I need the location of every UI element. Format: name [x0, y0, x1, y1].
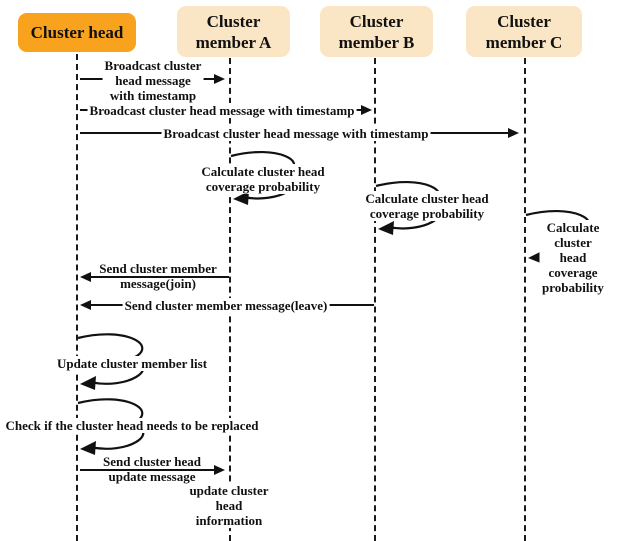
message-label-calc-c: Calculate cluster head coverage probabil… — [539, 220, 607, 295]
message-label-broadcast-a: Broadcast cluster head message with time… — [102, 58, 204, 103]
actor-box-cluster-member-a: Cluster member A — [177, 6, 290, 57]
arrowhead-right-icon — [214, 465, 225, 475]
lifeline-cluster-member-c — [524, 58, 526, 541]
arrowhead-right-icon — [508, 128, 519, 138]
lifeline-cluster-member-b — [374, 58, 376, 541]
note-label-update-info: update cluster head information — [187, 483, 271, 528]
actor-box-cluster-member-c: Cluster member C — [466, 6, 582, 57]
message-label-send-update: Send cluster head update message — [103, 454, 201, 484]
message-label-broadcast-b: Broadcast cluster head message with time… — [87, 103, 357, 118]
message-label-check-replace: Check if the cluster head needs to be re… — [3, 418, 261, 433]
lifeline-cluster-head — [76, 54, 78, 541]
arrowhead-right-icon — [361, 105, 372, 115]
message-line-join — [91, 276, 229, 278]
arrowhead-right-icon — [214, 74, 225, 84]
message-label-leave: Send cluster member message(leave) — [122, 298, 330, 313]
arrowhead-left-icon — [80, 300, 91, 310]
message-label-broadcast-c: Broadcast cluster head message with time… — [161, 126, 431, 141]
message-label-calc-a: Calculate cluster head coverage probabil… — [199, 164, 327, 194]
message-label-update-list: Update cluster member list — [54, 356, 210, 371]
arrowhead-left-icon — [80, 272, 91, 282]
message-label-join: Send cluster member message(join) — [99, 261, 217, 291]
actor-box-cluster-head: Cluster head — [18, 13, 136, 52]
actor-box-cluster-member-b: Cluster member B — [320, 6, 433, 57]
message-line-send-update — [80, 469, 214, 471]
message-label-calc-b: Calculate cluster head coverage probabil… — [363, 191, 491, 221]
